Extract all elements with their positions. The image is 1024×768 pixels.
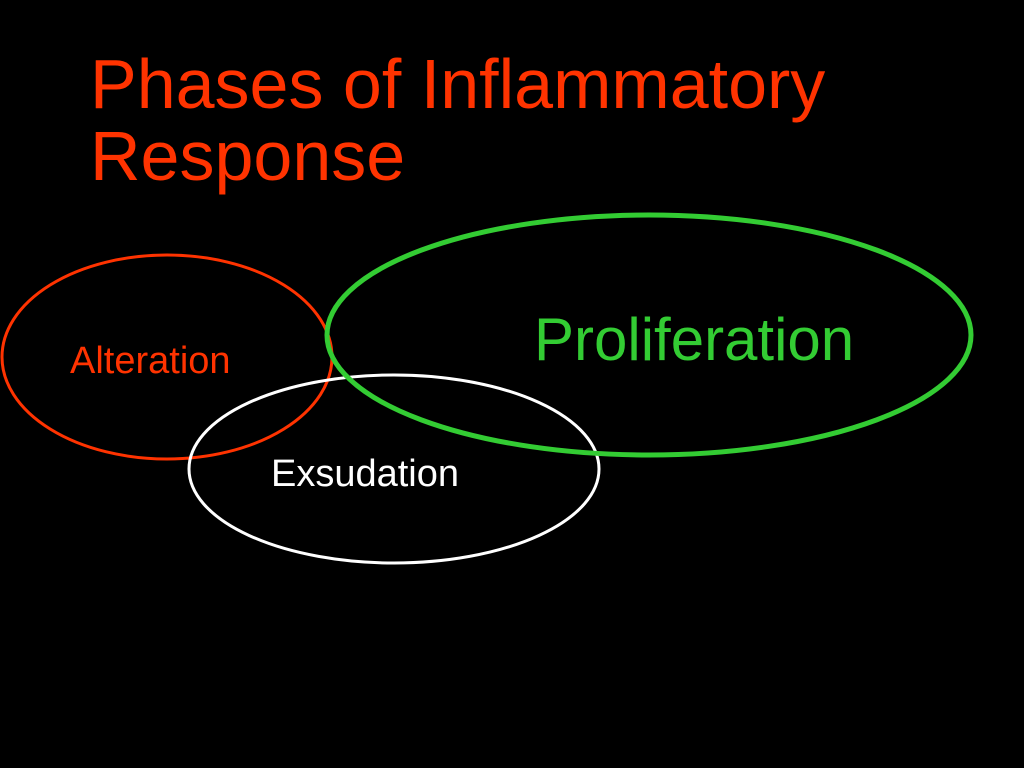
slide-title-line-1: Phases of Inflammatory [90, 45, 826, 123]
alteration-label: Alteration [70, 340, 231, 382]
proliferation-ellipse [324, 212, 974, 458]
exsudation-label: Exsudation [271, 453, 459, 495]
slide-title-line-2: Response [90, 117, 406, 195]
proliferation-label: Proliferation [534, 306, 854, 373]
exsudation-ellipse [187, 373, 601, 565]
slide-title: Phases of Inflammatory Response [90, 48, 990, 192]
